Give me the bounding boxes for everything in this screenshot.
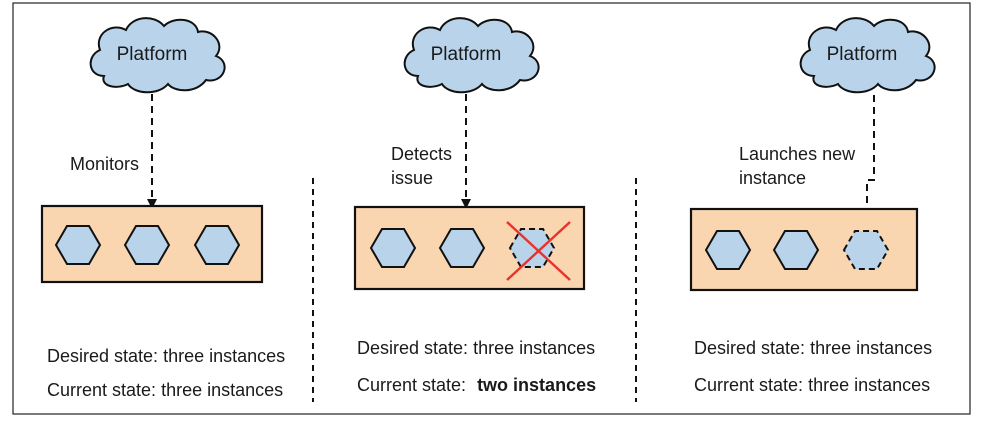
action-label-line-1: Detects xyxy=(391,144,452,164)
failed-instance-hexagon xyxy=(506,221,571,281)
new-instance-hexagon xyxy=(842,230,890,270)
cloud-label: Platform xyxy=(431,44,502,65)
panel-launch: Platform Launches new instance Desired s… xyxy=(689,17,936,395)
instance-hexagon-1 xyxy=(54,225,102,265)
instance-hexagon-1 xyxy=(369,228,417,268)
failure-cross-icon xyxy=(506,221,571,281)
platform-cloud-icon xyxy=(89,17,226,94)
desired-state-text: Desired state: three instances xyxy=(357,338,595,358)
panel-monitor: Platform Monitors Desired state: three i… xyxy=(40,17,285,400)
platform-cloud-icon xyxy=(403,17,540,94)
desired-state-text: Desired state: three instances xyxy=(694,338,932,358)
desired-state-text: Desired state: three instances xyxy=(47,346,285,366)
cloud-label: Platform xyxy=(827,44,898,65)
current-state-text: Current state: two instances xyxy=(357,375,596,395)
instance-hexagon-3 xyxy=(193,225,241,265)
cloud-label: Platform xyxy=(117,44,188,65)
instance-hexagon-1 xyxy=(704,230,752,270)
platform-cloud-icon xyxy=(799,17,936,94)
current-state-text: Current state: three instances xyxy=(694,375,930,395)
panel-detect: Platform Detects issue Desired state: th… xyxy=(353,17,596,395)
action-label-line-2: issue xyxy=(391,168,433,188)
action-label-line-1: Monitors xyxy=(70,154,139,174)
action-label-line-1: Launches new xyxy=(739,144,856,164)
instance-hexagon-2 xyxy=(772,230,820,270)
current-state-emphasis: two instances xyxy=(477,375,596,395)
instance-hexagon-2 xyxy=(123,225,171,265)
action-label-line-2: instance xyxy=(739,168,806,188)
instance-hexagon-2 xyxy=(438,228,486,268)
figure-frame xyxy=(12,2,971,415)
current-state-text: Current state: three instances xyxy=(47,380,283,400)
launch-arrow xyxy=(862,95,875,221)
